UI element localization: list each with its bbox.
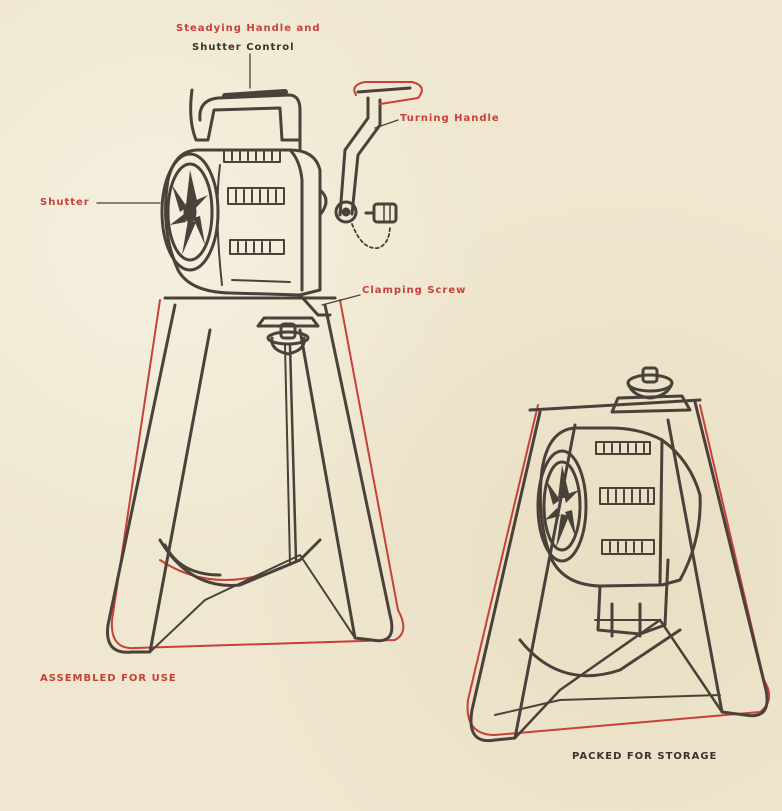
packed-caption: PACKED FOR STORAGE — [572, 751, 718, 762]
clamping-screw-label: Clamping Screw — [362, 285, 467, 296]
packed-drum-slats — [595, 441, 655, 555]
turning-handle-label: Turning Handle — [400, 113, 500, 124]
shutter-label: Shutter — [40, 197, 90, 208]
callout-leaders — [96, 53, 399, 306]
drum-slats — [216, 149, 291, 286]
packed-stand-shadow — [466, 404, 771, 736]
clamping-screw-shape — [256, 316, 320, 356]
shutter-wheel — [160, 152, 220, 272]
assembled-housing — [164, 88, 332, 317]
assembled-caption: ASSEMBLED FOR USE — [40, 673, 177, 684]
packed-siren — [466, 366, 771, 743]
assembled-stand — [106, 296, 394, 654]
turning-handle-shape — [334, 81, 423, 249]
packed-housing — [536, 426, 702, 638]
packed-clamping-screw — [610, 366, 692, 414]
steadying-handle-label: Steadying Handle and — [176, 23, 321, 34]
assembled-siren — [106, 88, 405, 654]
shutter-control-label: Shutter Control — [192, 42, 295, 53]
packed-stand — [469, 398, 769, 743]
